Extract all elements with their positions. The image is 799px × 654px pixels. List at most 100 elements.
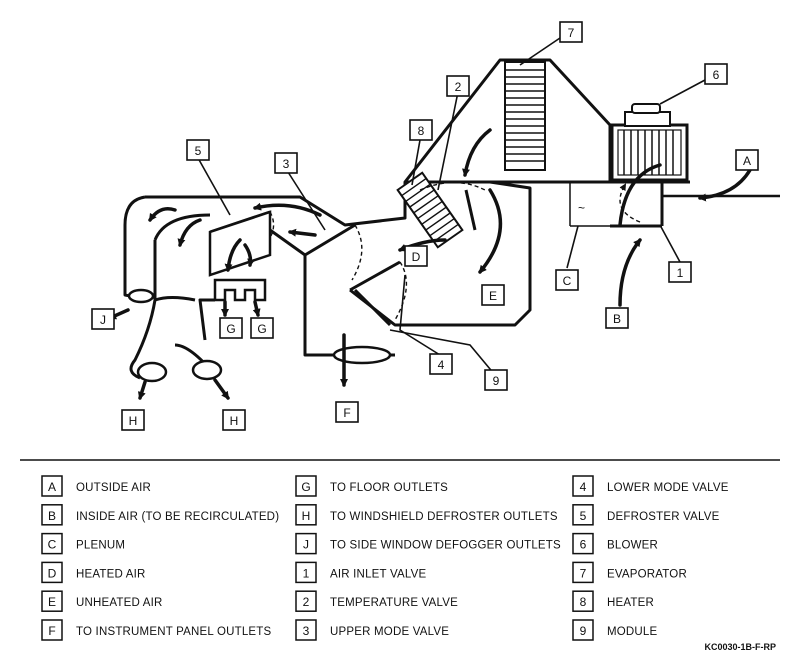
legend-key-box	[572, 504, 594, 526]
callout-G-left: G	[226, 322, 235, 336]
legend-key: G	[301, 480, 310, 494]
callout-A: A	[743, 154, 751, 168]
legend-row: C PLENUM	[41, 532, 125, 555]
legend-label: BLOWER	[607, 540, 658, 552]
legend-key: 6	[580, 538, 587, 552]
callout-2: 2	[455, 80, 462, 94]
callout-C: C	[563, 274, 572, 288]
legend-key-box	[295, 532, 317, 555]
legend-key-box	[295, 561, 317, 584]
evaporator	[403, 58, 612, 184]
legend-row: B INSIDE AIR (TO BE RECIRCULATED)	[41, 504, 279, 526]
legend-label: EVAPORATOR	[607, 568, 687, 580]
plenum	[569, 180, 780, 228]
legend-key-box	[41, 590, 63, 612]
legend-row: E UNHEATED AIR	[41, 590, 163, 612]
legend-key: 4	[580, 480, 587, 494]
legend-key: E	[48, 595, 56, 609]
legend-label: PLENUM	[76, 540, 125, 552]
legend-key-box	[572, 590, 594, 612]
legend-label: HEATER	[607, 597, 654, 609]
legend-key-box	[295, 475, 317, 497]
callout-3: 3	[283, 157, 290, 171]
legend-key: H	[302, 509, 311, 523]
callout-E: E	[489, 289, 497, 303]
callout-H-right: H	[230, 414, 239, 428]
legend-row: 1 AIR INLET VALVE	[295, 561, 426, 584]
legend-row: A OUTSIDE AIR	[41, 475, 151, 497]
legend-label: UPPER MODE VALVE	[330, 626, 449, 638]
legend-key: A	[48, 480, 56, 494]
legend-key: 8	[580, 595, 587, 609]
legend-label: INSIDE AIR (TO BE RECIRCULATED)	[76, 511, 279, 523]
legend-label: UNHEATED AIR	[76, 597, 163, 609]
lower-mode-valve	[349, 260, 401, 292]
legend-row: J TO SIDE WINDOW DEFOGGER OUTLETS	[295, 532, 561, 555]
heater-core	[396, 171, 464, 249]
legend-key: 3	[303, 624, 310, 638]
callout-8: 8	[418, 124, 425, 138]
legend-label: TO INSTRUMENT PANEL OUTLETS	[76, 626, 272, 638]
defroster-ducts	[123, 195, 217, 380]
callout-9: 9	[493, 374, 500, 388]
callout-7: 7	[568, 26, 575, 40]
legend-row: D HEATED AIR	[41, 561, 146, 584]
callout-6: 6	[713, 68, 720, 82]
legend-key: 2	[303, 595, 310, 609]
callout-G-right: G	[257, 322, 266, 336]
legend-label: DEFROSTER VALVE	[607, 511, 720, 523]
temperature-valve	[464, 189, 477, 231]
legend-key-box	[41, 561, 63, 584]
callout-1: 1	[677, 266, 684, 280]
legend-key: 5	[580, 509, 587, 523]
legend-key: F	[48, 624, 55, 638]
legend-row: 8 HEATER	[572, 590, 654, 612]
legend-label: MODULE	[607, 626, 658, 638]
legend-label: TO FLOOR OUTLETS	[330, 482, 448, 494]
defroster-plenum	[208, 210, 272, 302]
figure-code: KC0030-1B-F-RP	[704, 642, 776, 652]
module-housing	[145, 180, 532, 357]
legend-label: LOWER MODE VALVE	[607, 482, 729, 494]
legend-row: 7 EVAPORATOR	[572, 561, 687, 584]
legend-row: 9 MODULE	[572, 619, 658, 641]
legend-row: G TO FLOOR OUTLETS	[295, 475, 448, 497]
legend-key: 7	[580, 566, 587, 580]
legend-key-box	[572, 561, 594, 584]
legend-key-box	[41, 475, 63, 497]
legend-label: HEATED AIR	[76, 568, 146, 580]
legend-key: 1	[303, 566, 310, 580]
legend-row: 5 DEFROSTER VALVE	[572, 504, 720, 526]
legend-key: D	[48, 566, 57, 580]
callout-5: 5	[195, 144, 202, 158]
legend-key: B	[48, 509, 56, 523]
plenum-tilde: ~	[578, 201, 585, 215]
legend-row: 3 UPPER MODE VALVE	[295, 619, 449, 641]
legend-key-box	[572, 532, 594, 555]
legend-label: TO SIDE WINDOW DEFOGGER OUTLETS	[330, 540, 561, 552]
callout-H-left: H	[129, 414, 138, 428]
legend-key: 9	[580, 624, 587, 638]
legend-key-box	[41, 532, 63, 555]
callout-F: F	[343, 406, 350, 420]
legend-key-box	[295, 619, 317, 641]
legend-label: AIR INLET VALVE	[330, 568, 426, 580]
legend-label: OUTSIDE AIR	[76, 482, 151, 494]
legend: A OUTSIDE AIR B INSIDE AIR (TO BE RECIRCULA…	[20, 459, 780, 641]
legend-row: 6 BLOWER	[572, 532, 658, 555]
legend-key-box	[572, 619, 594, 641]
legend-key-box	[295, 504, 317, 526]
legend-row: F TO INSTRUMENT PANEL OUTLETS	[41, 619, 272, 641]
legend-key-box	[295, 590, 317, 612]
legend-key-box	[572, 475, 594, 497]
legend-key: C	[48, 538, 57, 552]
legend-key: J	[303, 538, 309, 552]
legend-label: TO WINDSHIELD DEFROSTER OUTLETS	[330, 511, 558, 523]
legend-row: H TO WINDSHIELD DEFROSTER OUTLETS	[295, 504, 558, 526]
blower	[610, 103, 689, 182]
callout-J: J	[100, 313, 106, 327]
legend-key-box	[41, 619, 63, 641]
legend-key-box	[41, 504, 63, 526]
